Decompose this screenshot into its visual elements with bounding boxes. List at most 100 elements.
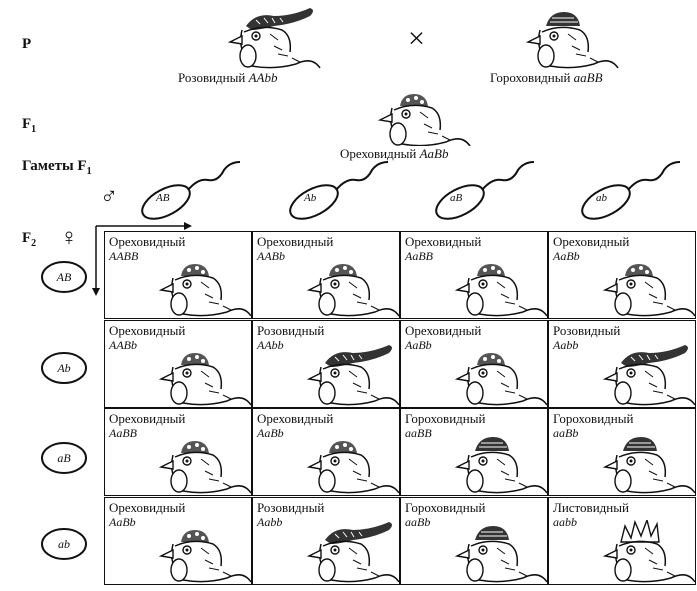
female-gamete-4: ab <box>40 527 88 561</box>
rooster-head-icon <box>587 343 696 408</box>
cell-genotype: AaBB <box>405 249 433 264</box>
cell-phenotype: Гороховидный <box>405 411 485 427</box>
cell-phenotype: Розовидный <box>553 323 620 339</box>
female-gamete-3: aB <box>40 441 88 475</box>
cell-genotype: aaBB <box>405 426 432 441</box>
rooster-head-icon <box>587 254 696 319</box>
female-symbol: ♀ <box>60 225 78 252</box>
male-gamete-2: Ab <box>284 158 404 220</box>
cell-genotype: AABb <box>257 249 285 264</box>
cell-phenotype: Ореховидный <box>257 234 333 250</box>
male-gamete-label: aB <box>450 192 462 204</box>
parent-1-caption: Розовидный AAbb <box>178 70 277 86</box>
female-gamete-1: AB <box>40 260 88 294</box>
rooster-head <box>587 431 696 496</box>
rooster-head <box>439 343 548 408</box>
rooster-head-icon <box>291 254 400 319</box>
cell-phenotype: Ореховидный <box>109 500 185 516</box>
male-gamete-label: AB <box>156 192 169 204</box>
cell-phenotype: Гороховидный <box>405 500 485 516</box>
cell-genotype: Aabb <box>257 515 282 530</box>
rooster-head-icon <box>291 343 400 408</box>
sperm-icon <box>430 158 550 220</box>
gametes-f1-label: Гаметы F1 <box>22 158 92 177</box>
rooster-head <box>587 520 696 585</box>
female-gamete-label: ab <box>40 527 88 561</box>
f2-label: F2 <box>22 230 36 249</box>
male-symbol: ♂ <box>100 184 118 211</box>
cell-phenotype: Ореховидный <box>553 234 629 250</box>
rooster-head <box>143 343 252 408</box>
rooster-head <box>439 254 548 319</box>
rooster-head <box>143 254 252 319</box>
male-gamete-3: aB <box>430 158 550 220</box>
female-gamete-label: aB <box>40 441 88 475</box>
cell-phenotype: Листовидный <box>553 500 629 516</box>
rooster-head-icon <box>439 431 548 496</box>
sperm-icon <box>284 158 404 220</box>
rooster-head <box>587 254 696 319</box>
cell-genotype: AABB <box>109 249 138 264</box>
p-label: P <box>22 36 31 53</box>
rooster-head-icon <box>291 520 400 585</box>
rooster-head-icon <box>439 520 548 585</box>
cell-phenotype: Ореховидный <box>257 411 333 427</box>
rooster-head-icon <box>439 343 548 408</box>
cell-phenotype: Ореховидный <box>109 411 185 427</box>
rooster-head <box>291 254 400 319</box>
f1-label: F1 <box>22 116 36 135</box>
cell-genotype: AaBB <box>109 426 137 441</box>
parent-rose-rooster <box>212 6 322 72</box>
cell-genotype: AaBb <box>109 515 136 530</box>
rooster-head <box>439 431 548 496</box>
rooster-head <box>291 343 400 408</box>
male-gamete-label: ab <box>596 192 607 204</box>
cross-symbol: × <box>408 22 425 56</box>
cell-genotype: aabb <box>553 515 577 530</box>
female-gamete-2: Ab <box>40 351 88 385</box>
cell-genotype: Aabb <box>553 338 578 353</box>
cell-genotype: AABb <box>109 338 137 353</box>
grid-cell: ОреховидныйAABb <box>104 320 252 408</box>
rooster-head <box>143 520 252 585</box>
cell-genotype: aaBb <box>405 515 430 530</box>
rooster-head-icon <box>291 431 400 496</box>
parent-pea-rooster <box>510 6 620 72</box>
female-gamete-label: AB <box>40 260 88 294</box>
rooster-head-icon <box>587 431 696 496</box>
male-gamete-4: ab <box>576 158 696 220</box>
cell-genotype: aaBb <box>553 426 578 441</box>
sperm-icon <box>576 158 696 220</box>
grid-cell: РозовидныйAAbb <box>252 320 400 408</box>
rooster-head-icon <box>439 254 548 319</box>
rooster-head-icon <box>143 520 252 585</box>
cell-phenotype: Ореховидный <box>405 234 481 250</box>
cell-genotype: AAbb <box>257 338 284 353</box>
rooster-head <box>291 431 400 496</box>
cell-phenotype: Розовидный <box>257 500 324 516</box>
rooster-head-icon <box>587 520 696 585</box>
cell-genotype: AaBb <box>405 338 432 353</box>
rooster-head <box>143 431 252 496</box>
rooster-head <box>587 343 696 408</box>
rooster-head-icon <box>212 6 322 72</box>
rooster-head <box>439 520 548 585</box>
female-gamete-label: Ab <box>40 351 88 385</box>
cell-phenotype: Ореховидный <box>109 234 185 250</box>
rooster-head-icon <box>143 343 252 408</box>
rooster-head-icon <box>143 254 252 319</box>
f1-rooster <box>362 84 472 146</box>
cell-phenotype: Гороховидный <box>553 411 633 427</box>
